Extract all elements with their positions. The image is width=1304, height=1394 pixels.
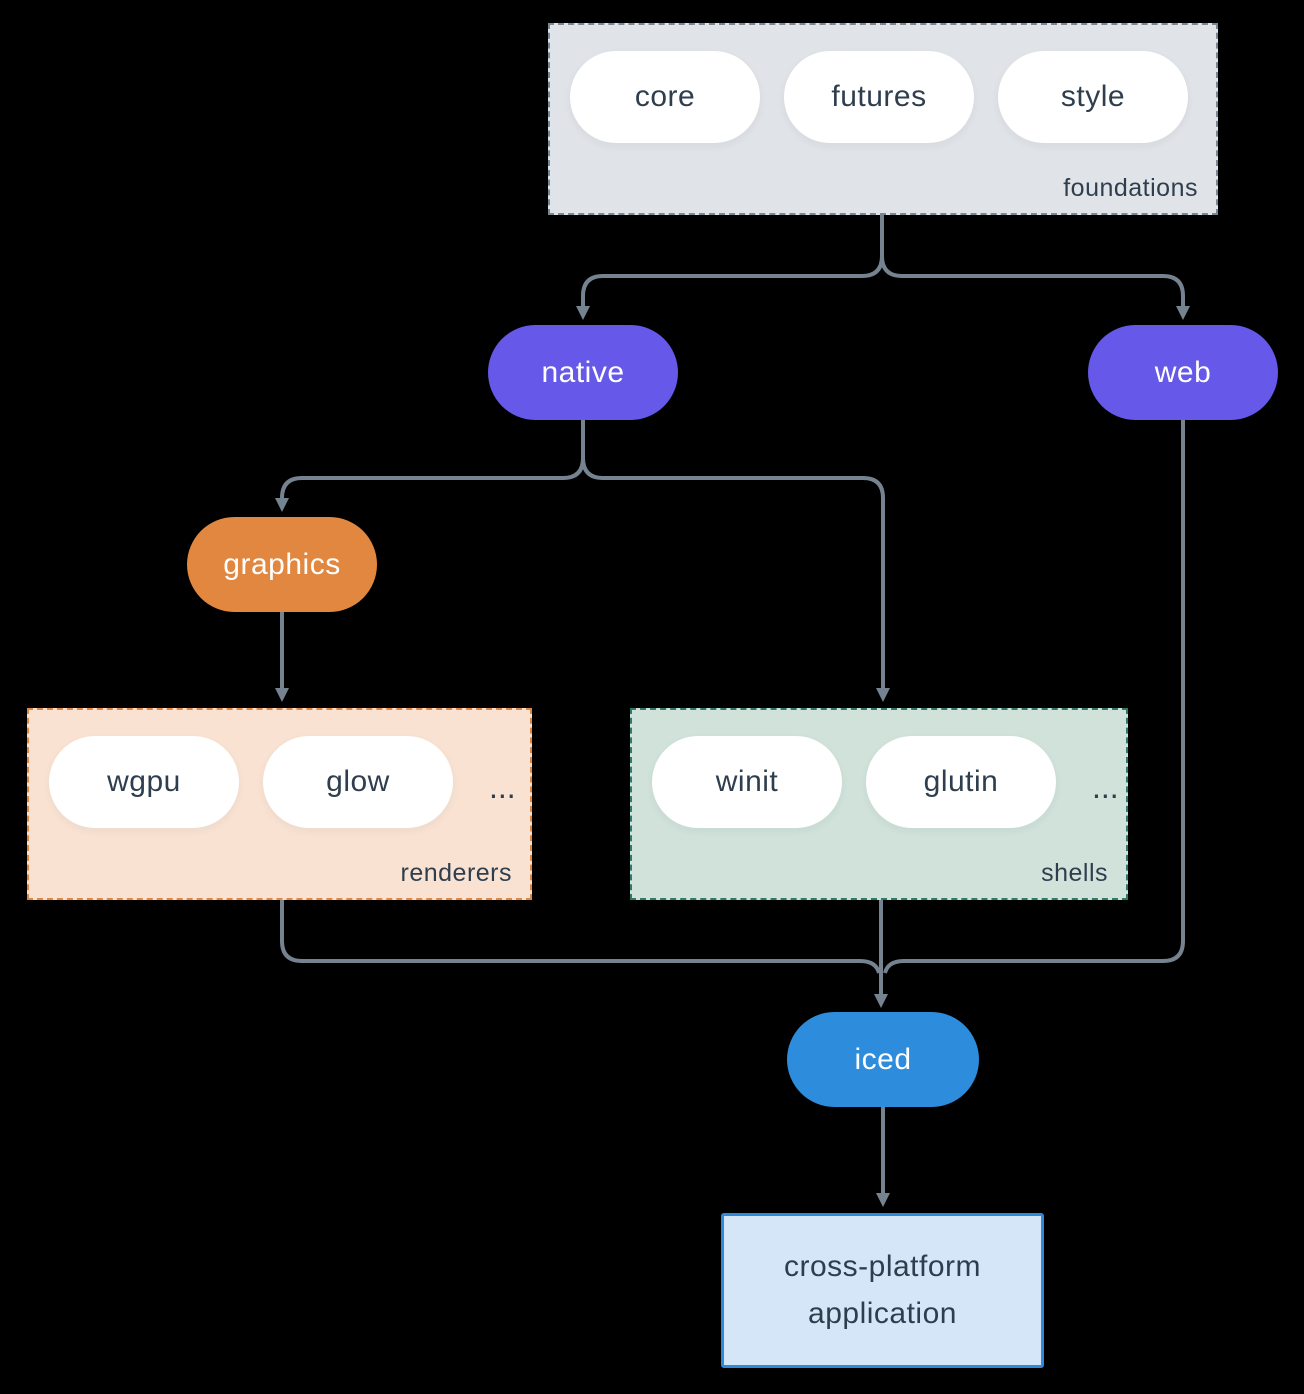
edge-foundations-native — [576, 255, 884, 320]
edge-renderers-merge — [280, 900, 881, 974]
foundations-pill-row: core futures style — [550, 25, 1216, 143]
node-glow: glow — [263, 736, 453, 828]
node-graphics: graphics — [187, 517, 377, 612]
node-iced: iced — [787, 1012, 979, 1107]
group-label-renderers: renderers — [400, 859, 512, 887]
shells-ellipsis: ... — [1092, 768, 1119, 805]
node-style: style — [998, 51, 1188, 143]
node-native: native — [488, 325, 678, 420]
edge-native-shells — [581, 457, 890, 702]
node-web: web — [1088, 325, 1278, 420]
edge-native-graphics — [275, 457, 585, 512]
node-core: core — [570, 51, 760, 143]
group-label-foundations: foundations — [1063, 174, 1198, 202]
group-foundations: core futures style foundations — [548, 23, 1218, 215]
node-cross-platform-application: cross-platform application — [721, 1213, 1044, 1368]
node-futures: futures — [784, 51, 974, 143]
renderers-ellipsis: ... — [489, 768, 516, 805]
node-winit: winit — [652, 736, 842, 828]
node-wgpu: wgpu — [49, 736, 239, 828]
node-glutin: glutin — [866, 736, 1056, 828]
group-renderers: wgpu glow ... renderers — [27, 708, 532, 900]
edge-foundations-web — [880, 255, 1190, 320]
group-shells: winit glutin ... shells — [630, 708, 1128, 900]
shells-pill-row: winit glutin ... — [632, 710, 1126, 828]
group-label-shells: shells — [1041, 859, 1108, 887]
edge-web-merge — [883, 420, 1185, 974]
renderers-pill-row: wgpu glow ... — [29, 710, 530, 828]
